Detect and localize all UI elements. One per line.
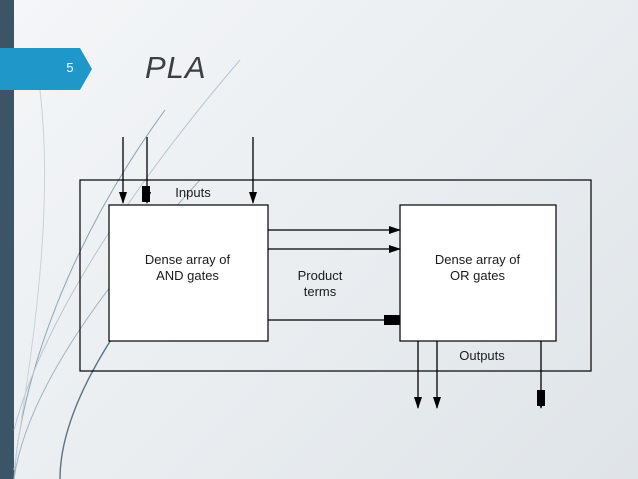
or-array-label-line1: Dense array of <box>434 252 521 267</box>
outputs-label: Outputs <box>459 348 505 363</box>
product-terms-label-line1: Product <box>297 268 343 283</box>
inputs-label: Inputs <box>175 185 211 200</box>
and-array-box <box>108 204 269 342</box>
slide-number: 5 <box>66 60 74 75</box>
pla-outer-frame <box>79 179 592 372</box>
slide-sidebar <box>0 0 14 479</box>
product-terms-label-line2: terms <box>303 284 337 299</box>
output-ellipsis-mark <box>537 390 545 406</box>
slide-title: PLA <box>145 50 207 85</box>
or-array-label-line2: OR gates <box>450 268 505 283</box>
slide-number-banner <box>0 48 92 90</box>
or-array-box <box>399 204 557 342</box>
input-ellipsis-mark <box>142 186 150 202</box>
and-array-label-line2: AND gates <box>156 268 219 283</box>
and-array-label-line1: Dense array of <box>144 252 231 267</box>
product-term-ellipsis-mark <box>384 315 400 325</box>
